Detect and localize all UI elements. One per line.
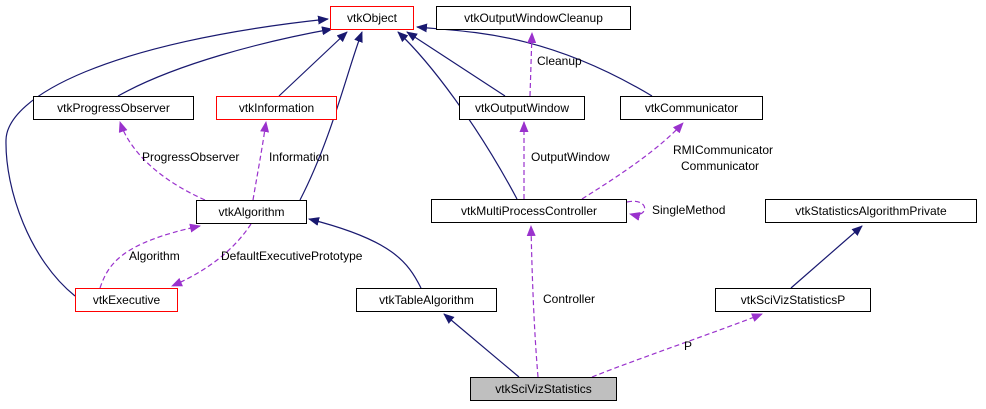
edge-label-rmicommunicator: RMICommunicator — [673, 143, 774, 157]
edge-inheritance-vtkexecutive-vtkobject — [5, 15, 329, 297]
node-vtkprogressobserver[interactable]: vtkProgressObserver — [33, 96, 194, 120]
edge-inheritance-vtkprogressobserver-vtkobject — [117, 26, 333, 97]
node-vtkoutputwindowcleanup[interactable]: vtkOutputWindowCleanup — [436, 6, 631, 30]
edge-label-controller: Controller — [543, 292, 596, 306]
edge-inheritance-vtktablealgorithm-vtkalgorithm — [308, 217, 422, 289]
edge-inheritance-vtkscivizstatisticsp-vtkstatisticsalgorithmprivate — [790, 225, 863, 289]
edge-label-algorithm: Algorithm — [129, 249, 180, 263]
node-vtkscivizstatisticsp[interactable]: vtkSciVizStatisticsP — [715, 288, 871, 312]
edge-usage-progressobserver — [118, 121, 206, 201]
edge-inheritance-vtkalgorithm-vtkobject — [299, 31, 363, 201]
edge-label-singlemethod: SingleMethod — [652, 203, 726, 217]
edge-usage-p — [591, 313, 763, 378]
edge-inheritance-vtkinformation-vtkobject — [278, 31, 348, 97]
node-vtkexecutive[interactable]: vtkExecutive — [75, 288, 178, 312]
edge-usage-controller — [526, 225, 539, 378]
node-vtkobject[interactable]: vtkObject — [330, 6, 414, 30]
edge-label-information: Information — [269, 150, 330, 164]
node-vtkalgorithm[interactable]: vtkAlgorithm — [196, 200, 307, 224]
edge-label-communicator: Communicator — [681, 159, 760, 173]
edge-inheritance-vtkscivizstatistics-vtktablealgorithm — [443, 313, 520, 378]
edge-label-outputwindow: OutputWindow — [531, 150, 610, 164]
edge-usage-singlemethod-selfloop — [626, 200, 646, 221]
node-vtktablealgorithm[interactable]: vtkTableAlgorithm — [356, 288, 497, 312]
edge-usage-communicator — [581, 122, 684, 200]
node-vtkscivizstatistics: vtkSciVizStatistics — [470, 377, 617, 401]
node-vtkstatisticsalgorithmprivate[interactable]: vtkStatisticsAlgorithmPrivate — [765, 199, 977, 223]
edge-usage-information — [252, 121, 270, 201]
edge-usage-defaultexecutiveprototype — [171, 223, 252, 287]
node-vtkmultiprocesscontroller[interactable]: vtkMultiProcessController — [431, 199, 627, 223]
edge-label-defaultexecutiveprototype: DefaultExecutivePrototype — [221, 249, 363, 263]
edge-inheritance-vtkoutputwindow-vtkobject — [406, 31, 506, 97]
edge-label-p: P — [684, 339, 693, 353]
node-vtkcommunicator[interactable]: vtkCommunicator — [620, 96, 763, 120]
edge-usage-cleanup — [527, 32, 537, 97]
edge-inheritance-vtkmultiprocesscontroller-vtkobject — [397, 31, 518, 200]
edge-usage-algorithm — [99, 223, 201, 289]
node-vtkinformation[interactable]: vtkInformation — [216, 96, 337, 120]
edge-label-cleanup: Cleanup — [537, 54, 582, 68]
node-vtkoutputwindow[interactable]: vtkOutputWindow — [459, 96, 585, 120]
edge-label-progressobserver: ProgressObserver — [142, 150, 240, 164]
